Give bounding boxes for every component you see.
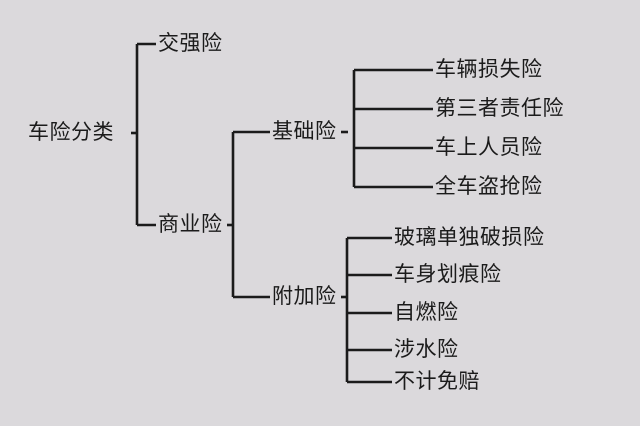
node-additional-item-body-scratch[interactable]: 车身划痕险 xyxy=(394,262,502,286)
node-compulsory-insurance[interactable]: 交强险 xyxy=(158,31,223,55)
node-basic-item-vehicle-damage[interactable]: 车辆损失险 xyxy=(435,57,543,81)
node-additional-item-water-wading[interactable]: 涉水险 xyxy=(394,337,459,361)
node-additional-insurance[interactable]: 附加险 xyxy=(272,284,337,308)
node-commercial-insurance[interactable]: 商业险 xyxy=(158,212,223,236)
node-basic-item-onboard-passenger[interactable]: 车上人员险 xyxy=(435,135,543,159)
node-additional-item-no-deductible[interactable]: 不计免赔 xyxy=(394,369,480,393)
node-basic-insurance[interactable]: 基础险 xyxy=(272,119,337,143)
node-root-car-insurance-classification[interactable]: 车险分类 xyxy=(28,120,114,144)
node-additional-item-spontaneous-combustion[interactable]: 自燃险 xyxy=(394,300,459,324)
node-basic-item-third-party-liability[interactable]: 第三者责任险 xyxy=(435,96,564,120)
node-basic-item-vehicle-theft[interactable]: 全车盗抢险 xyxy=(435,174,543,198)
node-additional-item-glass-breakage[interactable]: 玻璃单独破损险 xyxy=(394,225,545,249)
